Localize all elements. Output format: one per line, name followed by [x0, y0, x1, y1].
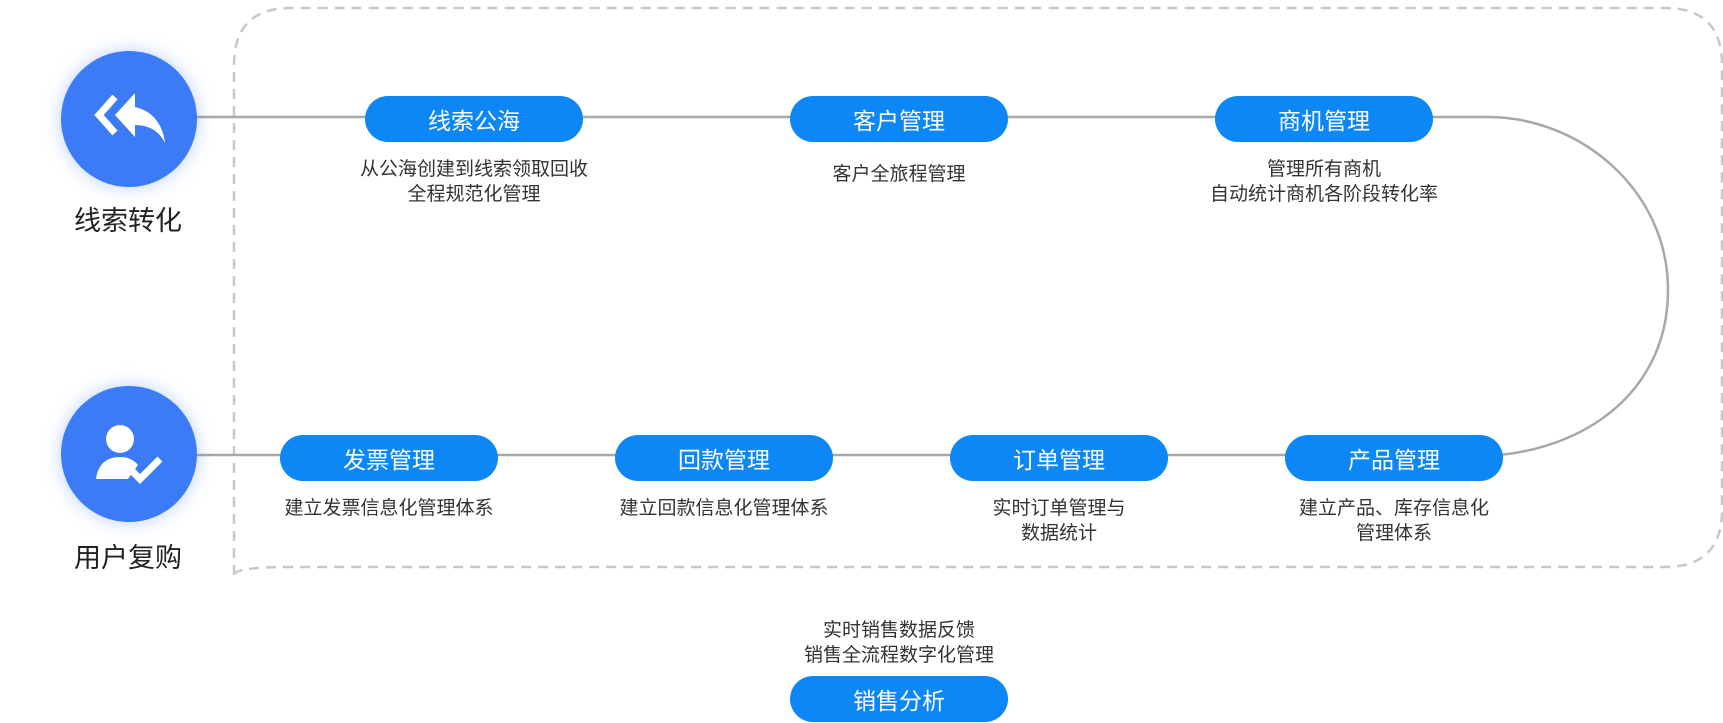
user-check-icon — [96, 425, 163, 484]
stage-order[interactable]: 订单管理 — [950, 435, 1168, 481]
stage-order-desc: 实时订单管理与数据统计 — [992, 497, 1126, 544]
stage-invoice-desc: 建立发票信息化管理体系 — [284, 497, 494, 519]
stage-payment-desc: 建立回款信息化管理体系 — [619, 497, 829, 519]
stage-opportunity[interactable]: 商机管理 — [1215, 96, 1433, 142]
analysis-desc: 实时销售数据反馈销售全流程数字化管理 — [803, 619, 994, 666]
stage-leads-pool[interactable]: 线索公海 — [365, 96, 583, 142]
stage-payment[interactable]: 回款管理 — [615, 435, 833, 481]
stage-product[interactable]: 产品管理 — [1285, 435, 1503, 481]
curve-connector — [1434, 115, 1670, 457]
stage-opportunity-desc: 管理所有商机自动统计商机各阶段转化率 — [1209, 158, 1438, 205]
leads-label: 线索转化 — [74, 206, 182, 237]
repurchase-label: 用户复购 — [74, 543, 182, 574]
stage-invoice[interactable]: 发票管理 — [280, 435, 498, 481]
reply-all-icon — [94, 93, 165, 143]
stage-customer-desc: 客户全旅程管理 — [832, 163, 966, 185]
stage-leads-pool-desc: 从公海创建到线索领取回收全程规范化管理 — [359, 158, 588, 205]
repurchase-circle — [61, 386, 197, 522]
stage-product-desc: 建立产品、库存信息化管理体系 — [1298, 497, 1489, 544]
leads-circle — [61, 51, 197, 187]
stage-sales-analysis[interactable]: 销售分析 — [790, 676, 1008, 722]
stage-customer[interactable]: 客户管理 — [790, 96, 1008, 142]
dashed-boundary — [232, 6, 1723, 576]
